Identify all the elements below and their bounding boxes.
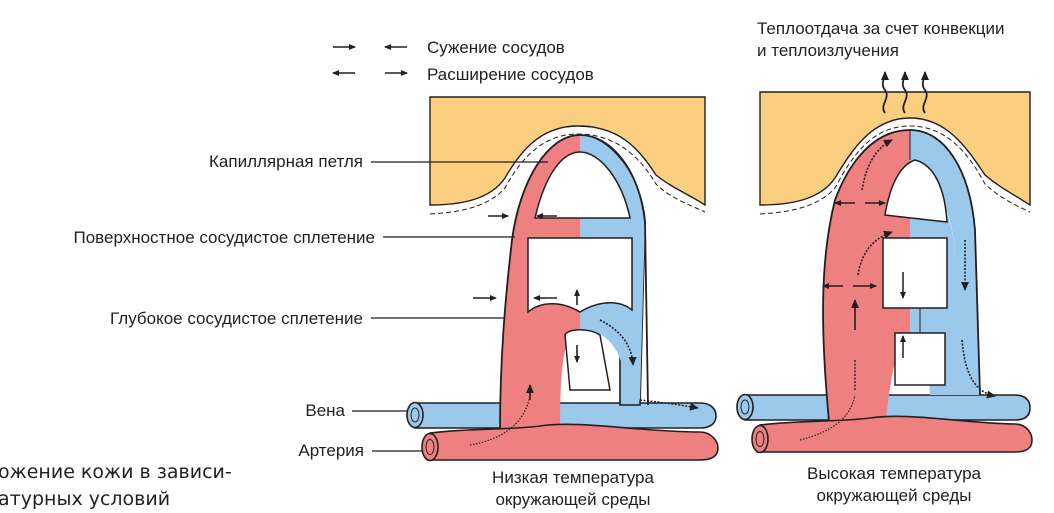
condition-high-line2: окружающей среды [816,486,971,505]
label-capillary-loop: Капиллярная петля [209,152,363,171]
label-superficial-plexus: Поверхностное сосудистое сплетение [73,228,375,247]
artery-vessel-low [430,424,718,460]
figure-caption-line1: ожение кожи в зависи- [0,461,232,483]
condition-high-line1: Высокая температура [807,464,982,483]
legend-dilation: Расширение сосудов [427,65,594,84]
label-vein: Вена [305,401,345,420]
heat-loss-line2: и теплоизлучения [757,41,899,60]
label-artery: Артерия [298,441,364,460]
label-deep-plexus: Глубокое сосудистое сплетение [110,309,363,328]
artery-vessel-high [760,416,1032,452]
legend: Сужение сосудов Расширение сосудов [333,38,594,84]
legend-constriction: Сужение сосудов [427,38,565,57]
heat-loss-line1: Теплоотдача за счет конвекции [757,19,1004,38]
condition-low-line2: окружающей среды [495,490,650,509]
figure-caption-line2: атурных условий [0,488,170,510]
condition-low-line1: Низкая температура [492,468,654,487]
